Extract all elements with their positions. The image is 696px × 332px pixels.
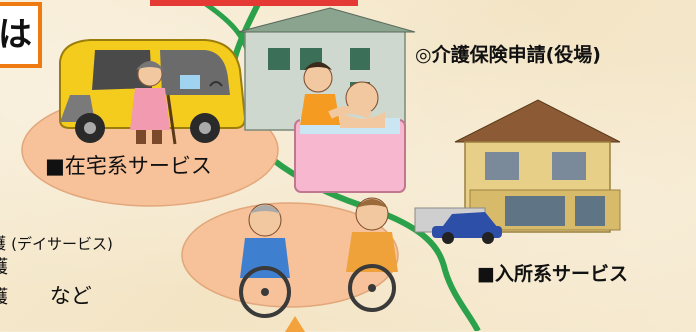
bathing-care-icon: [294, 62, 406, 193]
care-insurance-application-label: ◎介護保険申請(役場): [415, 44, 601, 66]
home-services-label: ■在宅系サービス: [45, 154, 212, 178]
care-facility-building-icon: [414, 99, 621, 233]
bottom-arrow-tip: [285, 316, 305, 332]
service-line-1: 護 (デイサービス): [0, 230, 113, 254]
heading-char: は: [0, 15, 32, 55]
service-line-2: 護: [0, 253, 8, 279]
service-line-3-etc: など: [49, 284, 92, 308]
section-heading: は: [0, 2, 42, 68]
service-line-3: 護 など: [0, 280, 92, 310]
top-ribbon: [150, 0, 358, 6]
service-line-1-note: (デイサービス): [11, 235, 113, 253]
facility-pill: [181, 202, 399, 308]
service-line-1-suffix: 護: [0, 234, 6, 253]
service-line-3-suffix: 護: [0, 287, 8, 308]
elderly-woman-cane-icon: [130, 61, 177, 145]
wheelchair-residents-icon: [239, 197, 398, 318]
facility-services-label: ■入所系サービス: [477, 263, 628, 285]
car-icon: [432, 212, 502, 244]
